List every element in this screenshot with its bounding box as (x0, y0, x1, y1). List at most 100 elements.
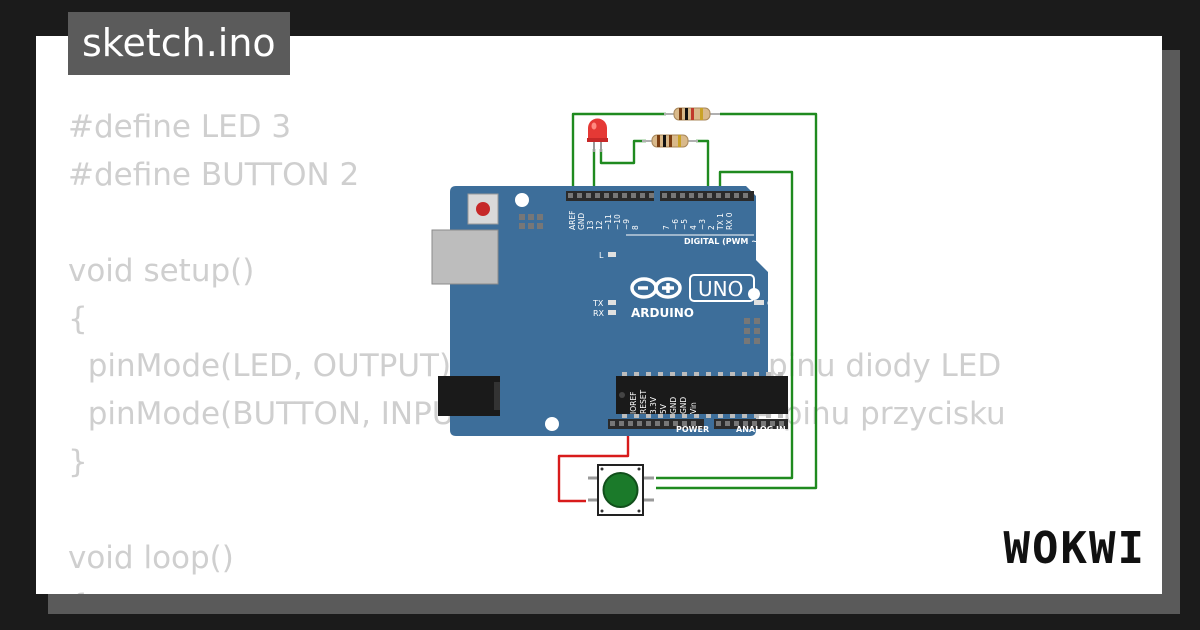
header-pin[interactable] (610, 421, 615, 426)
digital-pin-label: ~5 (680, 219, 689, 230)
analog-pin-label: A2 (738, 438, 747, 448)
led-icon[interactable] (587, 118, 608, 153)
header-pin[interactable] (640, 193, 645, 198)
usb-port (431, 229, 499, 285)
digital-pin-label: 7 (662, 225, 671, 230)
resistor-icon[interactable] (664, 107, 720, 121)
analog-header[interactable] (714, 419, 788, 429)
chip-pin (634, 414, 639, 418)
header-pin[interactable] (770, 421, 775, 426)
digital-pin-label: ~10 (613, 214, 622, 230)
header-pin[interactable] (671, 193, 676, 198)
digital-pin-label: 4 (689, 225, 698, 230)
resistor-icon[interactable] (642, 134, 698, 148)
wokwi-logo: WOKWI (1003, 523, 1146, 574)
digital-label: DIGITAL (PWM ~) (684, 237, 762, 246)
tx-label: TX (592, 299, 604, 308)
header-pin[interactable] (689, 193, 694, 198)
wire-red (557, 423, 630, 503)
chip-pin (646, 372, 651, 376)
header-pin[interactable] (680, 193, 685, 198)
power-pin-label: Vin (689, 402, 698, 414)
header-pin[interactable] (604, 193, 609, 198)
header-pin[interactable] (691, 421, 696, 426)
header-pin[interactable] (673, 421, 678, 426)
wire-green (696, 139, 710, 196)
header-pin[interactable] (577, 193, 582, 198)
analog-pin-label: A3 (748, 438, 757, 448)
power-pin-label: GND (679, 397, 688, 414)
chip-pin (694, 372, 699, 376)
header-pin[interactable] (716, 193, 721, 198)
header-pin[interactable] (734, 421, 739, 426)
model-label: UNO (698, 277, 743, 301)
arduino-logo (630, 277, 682, 299)
header-pin[interactable] (698, 193, 703, 198)
header-pin[interactable] (595, 193, 600, 198)
header-pin[interactable] (568, 193, 573, 198)
header-pin[interactable] (631, 193, 636, 198)
header-pin[interactable] (622, 193, 627, 198)
chip-pin (706, 414, 711, 418)
digital-header[interactable] (566, 191, 654, 201)
header-pin[interactable] (637, 421, 642, 426)
digital-pin-label: ~11 (604, 214, 613, 230)
digital-pin-label: GND (577, 213, 586, 230)
analog-label: ANALOG IN (736, 425, 786, 434)
header-pin[interactable] (613, 193, 618, 198)
analog-pin-label: A0 (718, 438, 727, 448)
header-pin[interactable] (779, 421, 784, 426)
chip-pin (730, 414, 735, 418)
digital-pin-label: AREF (568, 211, 577, 230)
file-name-tab[interactable]: sketch.ino (68, 12, 290, 75)
code-line: { (68, 583, 1006, 594)
header-pin[interactable] (743, 193, 748, 198)
header-pin[interactable] (628, 421, 633, 426)
wire-green (599, 139, 646, 165)
chip-pin (754, 372, 759, 376)
digital-pin-label: 8 (631, 225, 640, 230)
header-pin[interactable] (664, 421, 669, 426)
header-pin[interactable] (716, 421, 721, 426)
digital-pin-label: ~6 (671, 219, 680, 230)
chip-pin (658, 414, 663, 418)
rx-label: RX (593, 309, 605, 318)
wire-green (656, 112, 818, 490)
digital-pin-label: ~9 (622, 219, 631, 230)
chip-pin (766, 372, 771, 376)
chip-pin (670, 372, 675, 376)
header-pin[interactable] (707, 193, 712, 198)
header-pin[interactable] (734, 193, 739, 198)
chip-pin (730, 372, 735, 376)
header-pin[interactable] (682, 421, 687, 426)
analog-pin-label: A1 (728, 438, 737, 448)
header-pin[interactable] (725, 193, 730, 198)
chip-pin (670, 414, 675, 418)
header-pin[interactable] (655, 421, 660, 426)
chip-pin (622, 372, 627, 376)
power-jack (438, 376, 500, 416)
pushbutton-icon[interactable] (588, 464, 654, 516)
chip-pin (658, 372, 663, 376)
digital-pin-label: RX 0 (725, 212, 734, 230)
header-pin[interactable] (725, 421, 730, 426)
digital-pin-label: 13 (586, 220, 595, 230)
header-pin[interactable] (761, 421, 766, 426)
header-pin[interactable] (752, 421, 757, 426)
header-pin[interactable] (619, 421, 624, 426)
digital-pin-label: ~3 (698, 219, 707, 230)
digital-pin-label: TX 1 (716, 213, 725, 231)
code-line: void loop() (68, 540, 234, 577)
header-pin[interactable] (662, 193, 667, 198)
chip-pin (778, 372, 783, 376)
header-pin[interactable] (649, 193, 654, 198)
header-pin[interactable] (743, 421, 748, 426)
header-pin[interactable] (646, 421, 651, 426)
chip-pin (718, 414, 723, 418)
wire-green (656, 170, 794, 480)
chip-pin (694, 414, 699, 418)
header-pin[interactable] (586, 193, 591, 198)
